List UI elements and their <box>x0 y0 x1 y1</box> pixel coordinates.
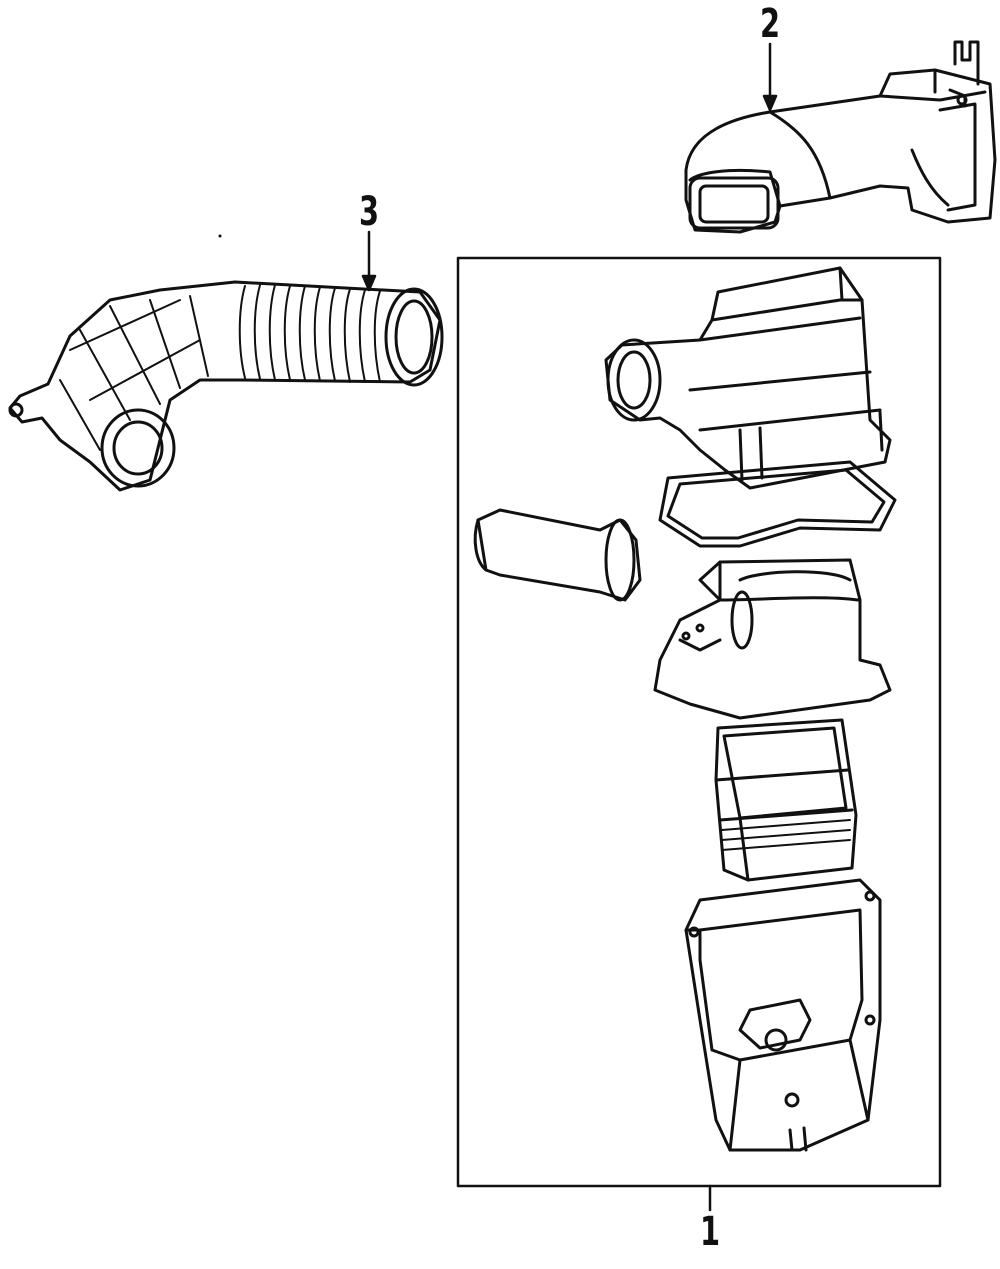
speck <box>218 234 222 238</box>
callout-2: 2 <box>759 1 781 47</box>
arrowhead-2 <box>762 94 778 112</box>
callout-1: 1 <box>699 1209 721 1255</box>
part-1-air-cleaner-assembly <box>456 256 942 1188</box>
callout-3: 3 <box>358 189 380 235</box>
assembly-bracket <box>456 256 942 1188</box>
part-2-intake-duct <box>684 40 997 234</box>
part-3-air-hose <box>8 280 444 492</box>
arrowhead-3 <box>361 274 377 292</box>
leader-lines <box>361 42 778 1212</box>
